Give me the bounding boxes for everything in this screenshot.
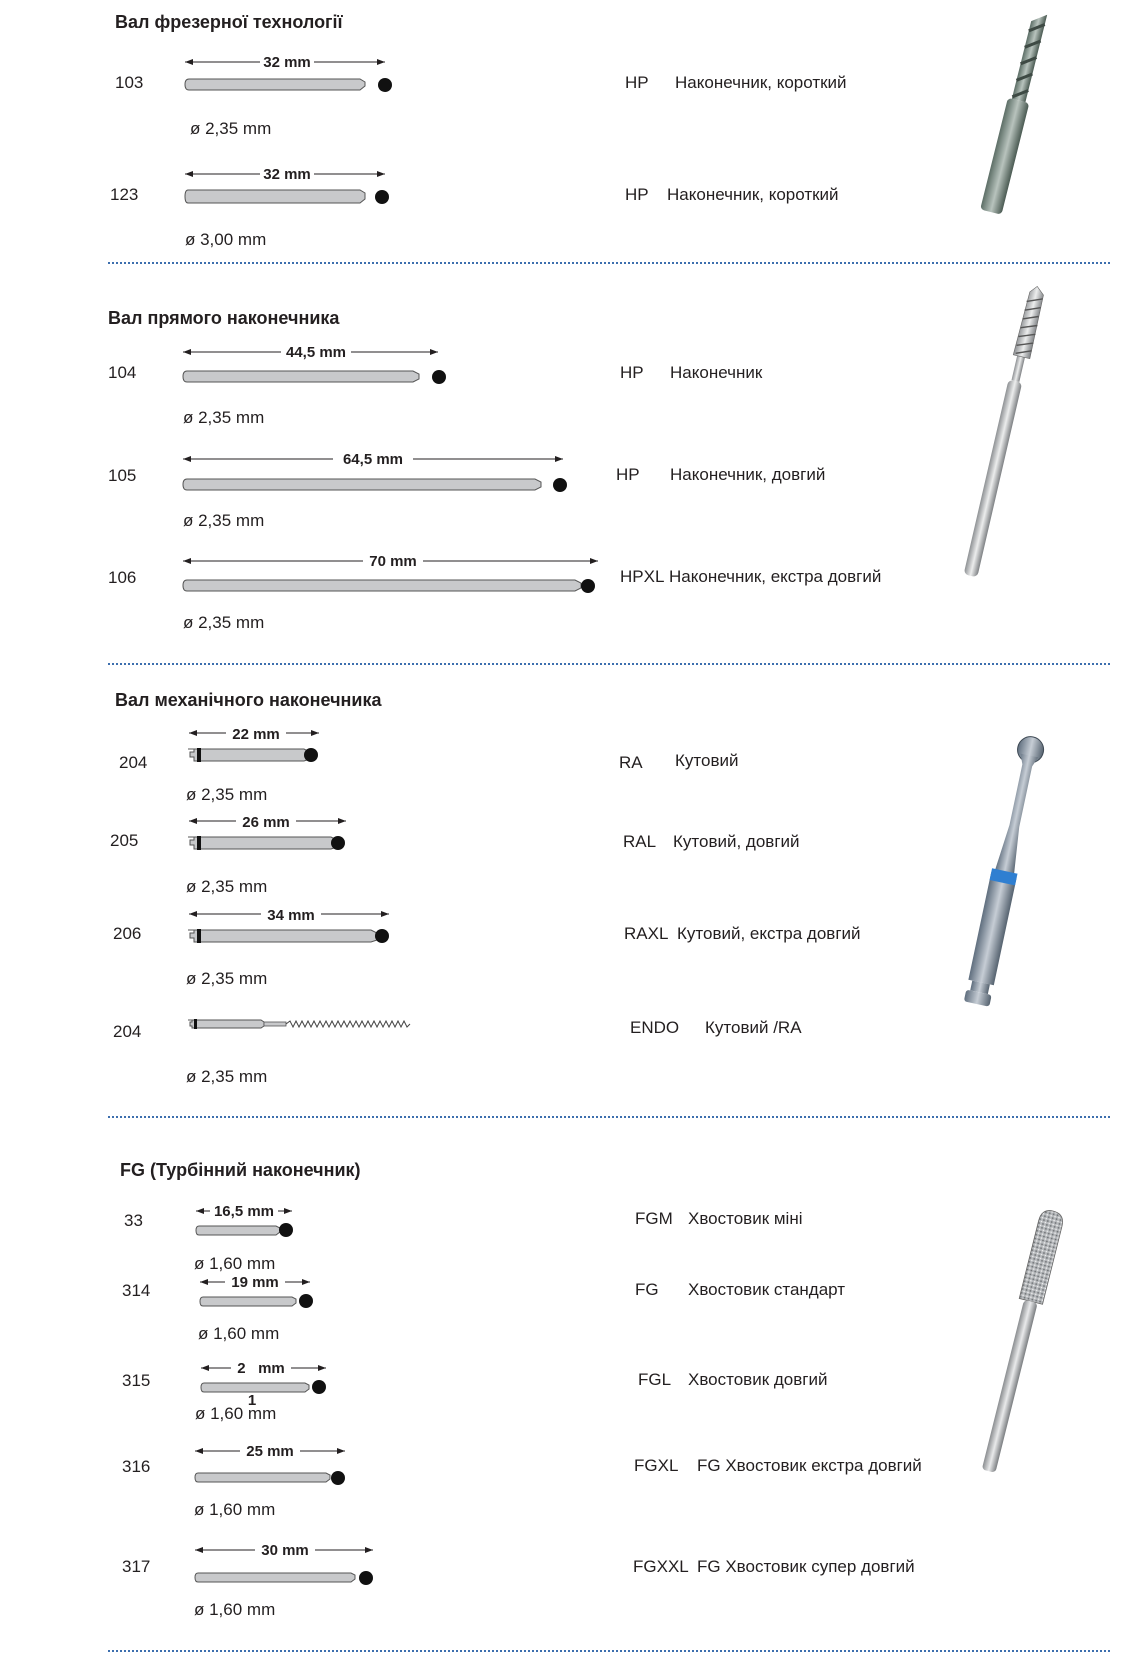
desc-204: Кутовий bbox=[675, 751, 739, 770]
diameter-endo: ø 2,35 mm bbox=[186, 1067, 268, 1086]
code-315: 315 bbox=[122, 1371, 151, 1390]
shaft-204: 22 mm bbox=[188, 725, 319, 762]
desc-104: Наконечник bbox=[670, 363, 763, 382]
shaft-316: 25 mm bbox=[194, 1442, 345, 1485]
shaft-123: 32 mm bbox=[184, 165, 389, 204]
abbr-314: FG bbox=[635, 1280, 659, 1299]
shaft-33: 16,5 mm bbox=[195, 1202, 293, 1237]
abbr-123: HP bbox=[625, 185, 649, 204]
desc-317: FG Хвостовик супер довгий bbox=[697, 1557, 915, 1576]
length-316: 25 mm bbox=[246, 1443, 294, 1460]
length-33: 16,5 mm bbox=[214, 1203, 274, 1220]
length-206: 34 mm bbox=[267, 907, 315, 924]
code-104: 104 bbox=[108, 363, 137, 382]
length-204: 22 mm bbox=[232, 726, 280, 743]
length-105: 64,5 mm bbox=[343, 451, 403, 468]
shaft-317: 30 mm bbox=[194, 1541, 373, 1585]
code-106: 106 bbox=[108, 568, 137, 587]
section-divider bbox=[108, 1116, 1110, 1118]
straight-bur-icon bbox=[964, 286, 1044, 577]
desc-105: Наконечник, довгий bbox=[670, 465, 826, 484]
abbr-316: FGXL bbox=[634, 1456, 679, 1475]
length-106: 70 mm bbox=[369, 553, 417, 570]
desc-315: Хвостовик довгий bbox=[688, 1370, 828, 1389]
desc-314: Хвостовик стандарт bbox=[688, 1280, 846, 1299]
code-317: 317 bbox=[122, 1557, 151, 1576]
code-206: 206 bbox=[113, 924, 142, 943]
desc-205: Кутовий, довгий bbox=[673, 832, 800, 851]
abbr-204: RA bbox=[619, 753, 643, 772]
desc-endo: Кутовий /RA bbox=[705, 1018, 802, 1037]
code-314: 314 bbox=[122, 1281, 151, 1300]
shaft-106: 70 mm bbox=[182, 552, 598, 593]
diameter-315: ø 1,60 mm bbox=[195, 1404, 277, 1423]
section-divider bbox=[108, 262, 1110, 264]
diameter-33: ø 1,60 mm bbox=[194, 1254, 276, 1273]
code-316: 316 bbox=[122, 1457, 151, 1476]
shaft-104: 44,5 mm bbox=[182, 343, 446, 384]
abbr-33: FGM bbox=[635, 1209, 673, 1228]
shaft-206: 34 mm bbox=[188, 906, 389, 943]
abbr-104: HP bbox=[620, 363, 644, 382]
abbr-106: HPXL bbox=[620, 567, 665, 586]
abbr-105: HP bbox=[616, 465, 640, 484]
diameter-103: ø 2,35 mm bbox=[190, 119, 272, 138]
section-title-fg: FG (Турбінний наконечник) bbox=[120, 1160, 361, 1180]
diamond-bur-icon bbox=[982, 1210, 1063, 1472]
diameter-314: ø 1,60 mm bbox=[198, 1324, 280, 1343]
diameter-204: ø 2,35 mm bbox=[186, 785, 268, 804]
length-315: 2 mm bbox=[237, 1360, 285, 1377]
length-103: 32 mm bbox=[263, 54, 311, 71]
section-title-straight: Вал прямого наконечника bbox=[108, 308, 340, 328]
desc-123: Наконечник, короткий bbox=[667, 185, 839, 204]
desc-316: FG Хвостовик екстра довгий bbox=[697, 1456, 922, 1475]
code-204: 204 bbox=[119, 753, 148, 772]
diameter-104: ø 2,35 mm bbox=[183, 408, 265, 427]
shaft-314: 19 mm bbox=[199, 1273, 313, 1308]
code-204-endo: 204 bbox=[113, 1022, 142, 1041]
length-205: 26 mm bbox=[242, 814, 290, 831]
diameter-317: ø 1,60 mm bbox=[194, 1600, 276, 1619]
milling-bur-icon bbox=[980, 14, 1048, 214]
section-divider bbox=[108, 663, 1110, 665]
shaft-103: 32 mm bbox=[184, 53, 392, 92]
abbr-317: FGXXL bbox=[633, 1557, 689, 1576]
shaft-205: 26 mm bbox=[188, 813, 346, 850]
abbr-103: HP bbox=[625, 73, 649, 92]
abbr-endo: ENDO bbox=[630, 1018, 680, 1037]
desc-106: Наконечник, екстра довгий bbox=[669, 567, 882, 586]
length-314: 19 mm bbox=[231, 1274, 279, 1291]
shaft-105: 64,5 mm bbox=[182, 450, 567, 492]
round-bur-icon bbox=[964, 736, 1045, 1007]
diameter-105: ø 2,35 mm bbox=[183, 511, 265, 530]
section-title-contra-angle: Вал механічного наконечника bbox=[115, 690, 382, 710]
length-104: 44,5 mm bbox=[286, 344, 346, 361]
abbr-206: RAXL bbox=[624, 924, 669, 943]
code-33: 33 bbox=[124, 1211, 143, 1230]
desc-33: Хвостовик міні bbox=[688, 1209, 803, 1228]
length-123: 32 mm bbox=[263, 166, 311, 183]
shaft-endo bbox=[188, 1019, 411, 1029]
abbr-315: FGL bbox=[638, 1370, 672, 1389]
code-205: 205 bbox=[110, 831, 139, 850]
diameter-206: ø 2,35 mm bbox=[186, 969, 268, 988]
length-sub-315: 1 bbox=[248, 1392, 256, 1409]
diameter-123: ø 3,00 mm bbox=[185, 230, 267, 249]
diameter-205: ø 2,35 mm bbox=[186, 877, 268, 896]
code-123: 123 bbox=[110, 185, 139, 204]
shaft-315: 2 mm 1 bbox=[200, 1359, 326, 1409]
length-317: 30 mm bbox=[261, 1542, 309, 1559]
desc-206: Кутовий, екстра довгий bbox=[677, 924, 861, 943]
abbr-205: RAL bbox=[623, 832, 657, 851]
diameter-106: ø 2,35 mm bbox=[183, 613, 265, 632]
section-divider bbox=[108, 1650, 1110, 1652]
code-105: 105 bbox=[108, 466, 137, 485]
code-103: 103 bbox=[115, 73, 144, 92]
desc-103: Наконечник, короткий bbox=[675, 73, 847, 92]
diameter-316: ø 1,60 mm bbox=[194, 1500, 276, 1519]
section-title-milling: Вал фрезерної технології bbox=[115, 12, 343, 32]
